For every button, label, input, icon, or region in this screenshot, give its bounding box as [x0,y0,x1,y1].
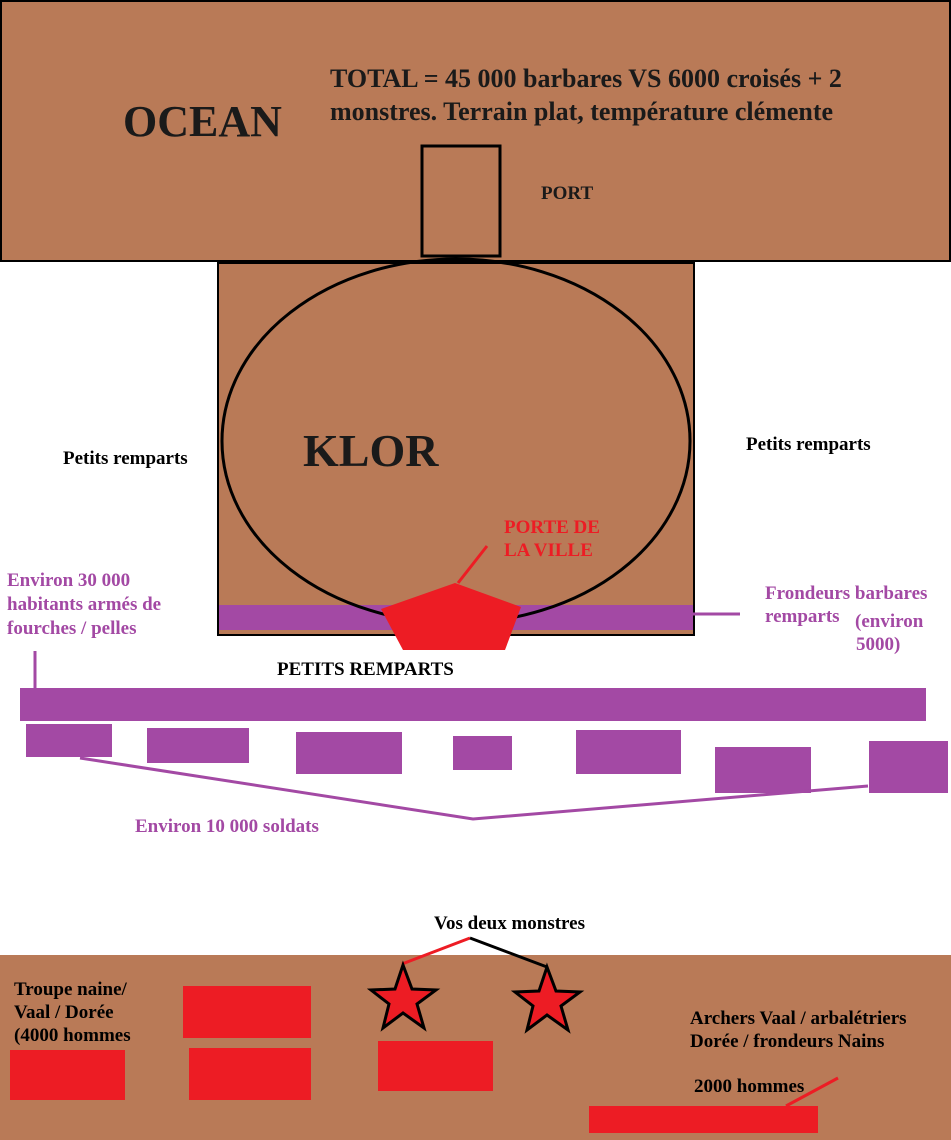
port-dock [420,144,502,258]
slingers-count-2: 5000) [856,634,901,655]
port-label: PORT [541,183,594,204]
city-wall-ellipse [220,257,692,625]
crusader-block [589,1106,818,1133]
monster-pointer-right [469,936,548,969]
crusader-block [378,1041,493,1091]
crusader-block [183,986,311,1038]
slingers-count-1: (environ [855,611,924,632]
monsters-label: Vos deux monstres [434,913,585,934]
ocean-label: OCEAN [123,97,282,146]
monster-star-icon [366,960,441,1032]
soldier-block [715,747,811,793]
archers-label-1: Archers Vaal / arbalétriers [690,1008,907,1029]
ocean-area [0,0,951,262]
monster-pointer-left [401,936,471,966]
city-gate [381,583,521,650]
citizens-label-2: habitants armés de [7,594,162,615]
total-line-1: TOTAL = 45 000 barbares VS 6000 croisés … [330,64,842,93]
soldiers-label: Environ 10 000 soldats [135,816,319,837]
monster-star-icon [510,962,585,1034]
gate-label-2: LA VILLE [504,540,593,561]
ramparts-left-label: Petits remparts [63,448,188,469]
soldiers-pointer-line [79,756,869,821]
gate-pointer-line [456,545,489,584]
dwarf-label-1: Troupe naine/ [14,979,127,1000]
city-label: KLOR [303,425,439,476]
total-line-2: monstres. Terrain plat, température clém… [330,97,834,126]
archers-label-2: Dorée / frondeurs Nains [690,1031,885,1052]
crusader-block [10,1050,125,1100]
dwarf-label-2: Vaal / Dorée [14,1002,114,1023]
dwarf-label-3: (4000 hommes [14,1025,131,1046]
outer-ramparts-label: PETITS REMPARTS [277,659,454,680]
citizens-label-1: Environ 30 000 [7,570,131,591]
soldier-block [453,736,512,770]
citizens-label-3: fourches / pelles [7,618,137,639]
archers-count-label: 2000 hommes [694,1076,805,1097]
gate-label-1: PORTE DE [504,517,600,538]
archers-pointer-line [785,1076,839,1108]
soldier-block [869,741,948,793]
slingers-label-1: Frondeurs barbares [765,583,928,604]
soldier-block [576,730,681,774]
ramparts-right-label: Petits remparts [746,434,871,455]
outer-rampart-bar [20,688,926,721]
crusader-block [189,1048,311,1100]
slingers-label-2: remparts [765,606,840,627]
soldier-block [147,728,249,763]
soldier-block [296,732,402,774]
soldier-block [26,724,112,757]
